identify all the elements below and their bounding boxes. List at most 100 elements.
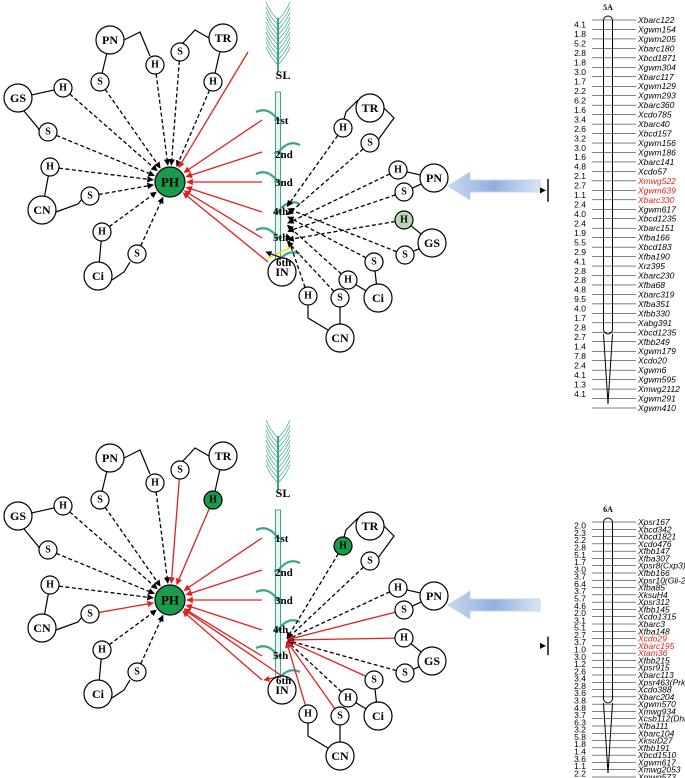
marker-label: Xpsr8(Cxp3) bbox=[637, 561, 685, 571]
distance-label: 1.1 bbox=[574, 190, 586, 200]
s_ci2-to-stem-edge bbox=[287, 216, 367, 259]
gs2-node: GS bbox=[417, 228, 447, 258]
cn2-node-label: CN bbox=[331, 749, 349, 763]
pn-node-circle bbox=[95, 25, 125, 55]
gs2-h-node-circle bbox=[394, 210, 414, 230]
ci-h-node: H bbox=[92, 640, 112, 660]
distance-label: 6.4 bbox=[574, 579, 586, 589]
distance-label: 4.1 bbox=[574, 256, 586, 266]
marker-label: Xgwm156 bbox=[637, 138, 676, 148]
h_cn-to-ph-edge bbox=[58, 585, 154, 601]
tr2-h-node-circle bbox=[333, 118, 353, 138]
marker-label: Xbarc180 bbox=[637, 43, 675, 53]
marker-label: Xfba68 bbox=[637, 280, 665, 290]
tr-h-link bbox=[214, 469, 221, 492]
pn-node-label: PN bbox=[102, 451, 118, 465]
marker-label: Xcdo785 bbox=[637, 110, 672, 120]
s_tr-to-ph-edge bbox=[168, 60, 180, 166]
tr2-h-link bbox=[343, 99, 359, 120]
ci2-h-link bbox=[355, 702, 367, 710]
marker-label: Xmwg522 bbox=[637, 176, 676, 186]
in-node: IN bbox=[267, 675, 297, 705]
distance-label: 1.6 bbox=[574, 152, 586, 162]
tr2-h-node-label: H bbox=[339, 541, 347, 552]
tr2-node: TR bbox=[355, 511, 385, 541]
marker-label: Xbarc360 bbox=[637, 100, 675, 110]
ci-node: Ci bbox=[83, 261, 113, 291]
ci-s-node-circle bbox=[127, 662, 147, 682]
ci-node-circle bbox=[83, 261, 113, 291]
cn2-node: CN bbox=[325, 323, 355, 353]
distance-label: 3.1 bbox=[574, 615, 586, 625]
s_tr-to-ph-edge bbox=[168, 478, 180, 584]
gs2-s-link bbox=[412, 666, 420, 670]
distance-label: 4.1 bbox=[574, 389, 586, 399]
ci2-node-label: Ci bbox=[372, 709, 385, 723]
marker-label: Xgwm570 bbox=[637, 699, 676, 709]
pn-s-node-label: S bbox=[97, 77, 103, 88]
pn-h-link bbox=[123, 31, 151, 57]
s_cn-to-ph-edge bbox=[98, 600, 154, 614]
cn-node: CN bbox=[27, 613, 57, 643]
distance-label: 2.4 bbox=[574, 218, 586, 228]
marker-label: Xbcd342 bbox=[637, 524, 672, 534]
marker-label: Xbarc319 bbox=[637, 289, 675, 299]
distance-label: 2.2 bbox=[574, 768, 586, 778]
distance-label: 3.7 bbox=[574, 586, 586, 596]
gs-h-node: H bbox=[53, 496, 73, 516]
tr-h-node: H bbox=[203, 490, 223, 510]
chromosome-map: 5AXbarc122Xgwm154Xgwm205Xbarc180Xbcd1871… bbox=[540, 3, 680, 413]
marker-label: Xbarc113 bbox=[637, 670, 674, 680]
distance-label: 2.9 bbox=[574, 247, 586, 257]
cn-h-node-circle bbox=[40, 157, 60, 177]
ci2-s-node-circle bbox=[364, 670, 384, 690]
h_pn-to-ph-edge bbox=[155, 491, 171, 584]
marker-label: Xbcd1871 bbox=[637, 53, 677, 63]
distance-label: 1.9 bbox=[574, 228, 586, 238]
h_ci-to-ph-edge bbox=[108, 191, 157, 228]
tr-s-node: S bbox=[170, 42, 190, 62]
in-to-ph-edge bbox=[265, 251, 283, 259]
pn2-s-link bbox=[411, 183, 422, 189]
s_gs-to-ph-edge bbox=[56, 552, 155, 595]
distance-label: 3.8 bbox=[574, 696, 586, 706]
edge-layer bbox=[23, 29, 422, 331]
ci2-node-circle bbox=[363, 283, 393, 313]
stage-label-1: 1st bbox=[275, 115, 289, 127]
marker-label: Xgwm595 bbox=[637, 375, 676, 385]
pn2-h-node: H bbox=[388, 160, 408, 180]
distance-label: 2.8 bbox=[574, 48, 586, 58]
marker-label: Xbcd1235 bbox=[637, 214, 677, 224]
tr-node-label: TR bbox=[215, 449, 232, 463]
gs2-s-node: S bbox=[395, 663, 415, 683]
chromosome-tail bbox=[603, 333, 613, 405]
stage-to-ph-edge-2 bbox=[183, 119, 263, 174]
stage-label-4: 4th bbox=[273, 206, 288, 218]
ci2-h-node-label: H bbox=[344, 693, 352, 704]
marker-label: Xgwm617 bbox=[637, 204, 676, 214]
marker-label: Xfbb166 bbox=[637, 568, 670, 578]
distance-label: 1.2 bbox=[574, 659, 586, 669]
gs-s-node-label: S bbox=[45, 545, 51, 556]
pn2-s-link bbox=[411, 601, 422, 607]
ci2-s-node-label: S bbox=[371, 257, 377, 268]
stage-label-2: 2nd bbox=[275, 567, 293, 579]
pn-h-node: H bbox=[145, 55, 165, 75]
stage-to-ph-edge-6 bbox=[182, 610, 263, 681]
h_tr-to-ph-edge bbox=[176, 508, 211, 585]
leaf bbox=[277, 560, 301, 572]
distance-label: 4.6 bbox=[574, 601, 586, 611]
tr-h-link bbox=[214, 51, 221, 74]
pn2-node-label: PN bbox=[426, 171, 442, 185]
s_gs-to-ph-edge bbox=[56, 134, 155, 177]
gs-s-node-circle bbox=[38, 122, 58, 142]
cn2-node-circle bbox=[325, 741, 355, 771]
spike-awn bbox=[265, 439, 291, 459]
ci-h-link bbox=[98, 240, 102, 263]
tr2-h-node-label: H bbox=[339, 123, 347, 134]
distance-label: 2.6 bbox=[574, 666, 586, 676]
chromosome-tail bbox=[603, 702, 613, 774]
distance-label: 1.3 bbox=[574, 379, 586, 389]
pn-s-node: S bbox=[90, 72, 110, 92]
